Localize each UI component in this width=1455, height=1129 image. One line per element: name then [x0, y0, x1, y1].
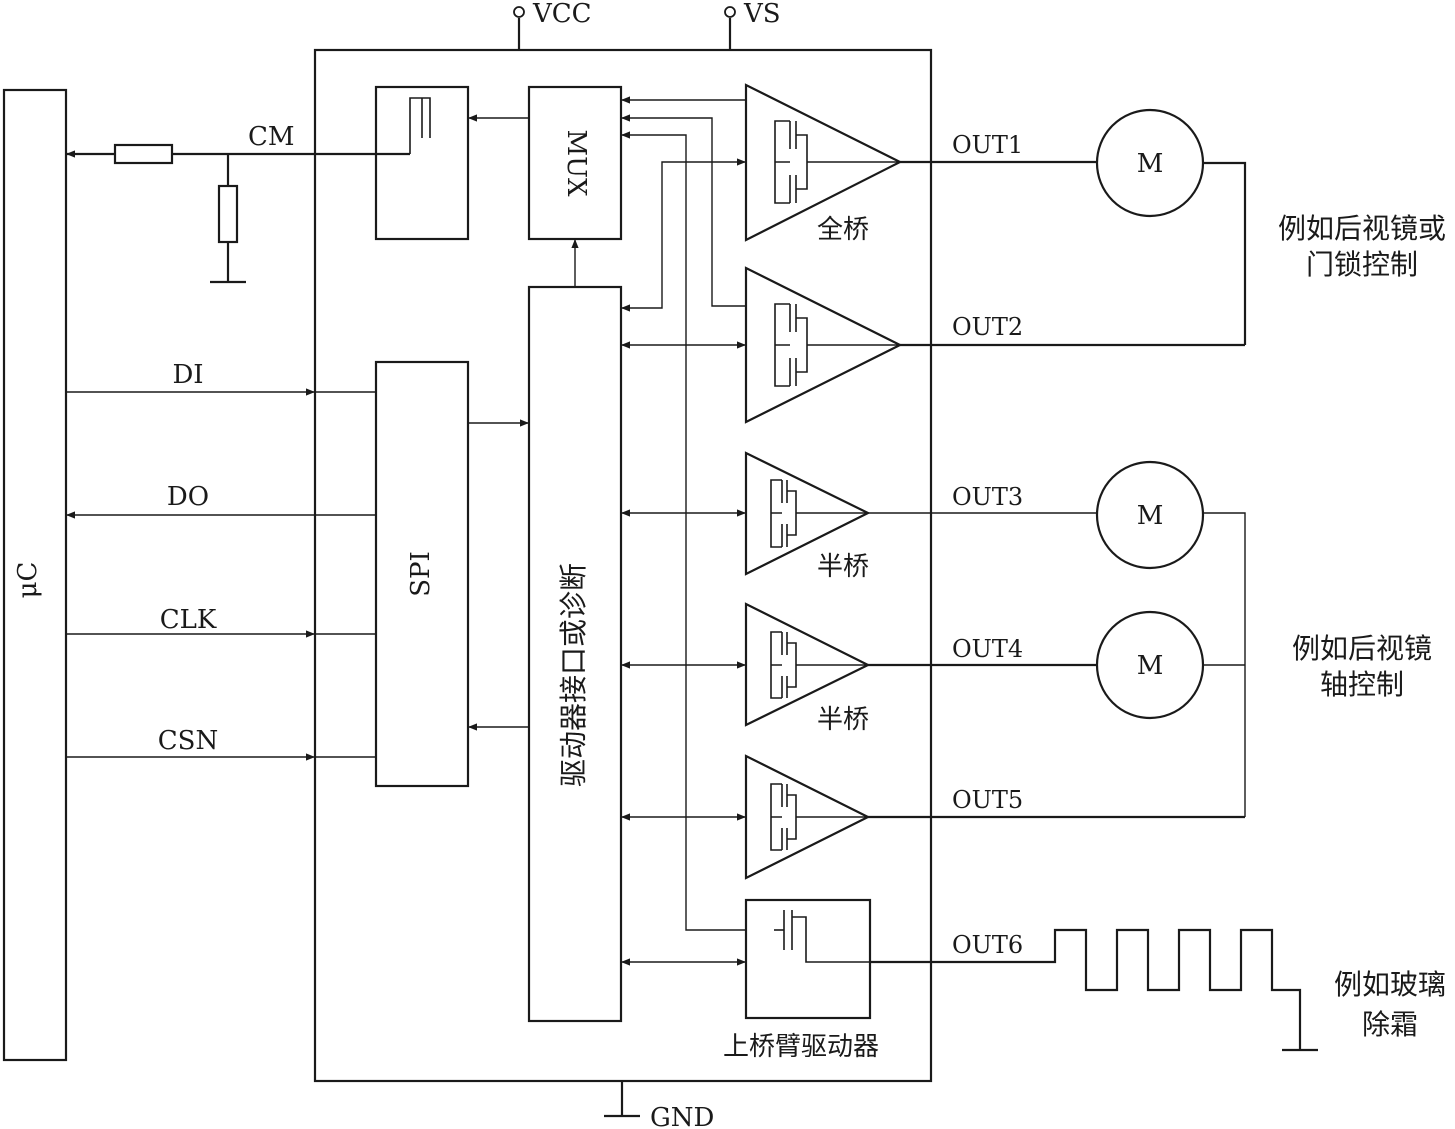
full-bridge-driver-2-transistor-icon — [774, 303, 900, 387]
di-label: DI — [172, 360, 203, 390]
cm-sense-transistor-icon — [409, 97, 431, 154]
spi-block — [374, 360, 470, 788]
vcc-label: VCC — [532, 0, 592, 29]
microcontroller-label: μC — [13, 562, 43, 599]
driver-diagnostics-label: 驱动器接口或诊断 — [557, 563, 590, 787]
note-mirror-lock-line1: 例如后视镜或 — [1278, 212, 1446, 245]
mux-block — [527, 85, 623, 241]
full-bridge-driver-1-transistor-icon — [774, 120, 900, 204]
out6-defrost-heater-wire — [870, 928, 1302, 1050]
full-bridge-label: 全桥 — [817, 215, 869, 245]
clk-label: CLK — [160, 605, 217, 635]
out6-label: OUT6 — [952, 931, 1023, 959]
half-bridge-out5-transistor-icon — [770, 783, 868, 851]
csn-label: CSN — [158, 726, 218, 756]
half-bridge-2-label: 半桥 — [817, 705, 869, 735]
out1-label: OUT1 — [952, 131, 1023, 159]
cm-series-resistor — [113, 143, 174, 165]
note-defrost-line2: 除霜 — [1362, 1008, 1418, 1041]
do-label: DO — [167, 482, 209, 512]
mux-feedback-3 — [621, 131, 746, 931]
motor-2 — [1095, 460, 1205, 570]
high-side-driver-label: 上桥臂驱动器 — [723, 1032, 879, 1062]
cm-label: CM — [248, 122, 295, 152]
motor-1-return-wire — [1203, 161, 1247, 345]
half-bridge-out4-transistor-icon — [770, 631, 868, 699]
microcontroller-block — [2, 88, 68, 1062]
out5-label: OUT5 — [952, 786, 1023, 814]
vs-pin-terminal — [724, 6, 736, 18]
out3-label: OUT3 — [952, 483, 1023, 511]
vcc-pin-terminal — [513, 6, 525, 18]
motor-2-label: M — [1137, 501, 1164, 531]
vs-label: VS — [743, 0, 781, 29]
note-mirror-axis-line2: 轴控制 — [1320, 668, 1404, 701]
mux-label: MUX — [561, 129, 591, 197]
high-side-driver-block — [744, 898, 872, 1020]
motor-2-return-wire — [1203, 512, 1246, 817]
cm-shunt-resistor — [217, 184, 239, 244]
motor-1-label: M — [1137, 149, 1164, 179]
out4-label: OUT4 — [952, 635, 1023, 663]
note-defrost-line1: 例如玻璃 — [1334, 968, 1446, 1001]
out2-label: OUT2 — [952, 313, 1023, 341]
spi-label: SPI — [406, 551, 436, 597]
note-mirror-axis-line1: 例如后视镜 — [1292, 632, 1432, 665]
driver-diagnostics-block — [527, 285, 623, 1023]
gnd-label: GND — [650, 1103, 714, 1129]
diag-link-out1 — [621, 158, 746, 312]
half-bridge-1-label: 半桥 — [817, 552, 869, 582]
note-mirror-lock-line2: 门锁控制 — [1306, 248, 1418, 281]
half-bridge-out3-transistor-icon — [770, 479, 868, 548]
high-side-transistor-icon — [774, 910, 870, 963]
motor-3-label: M — [1137, 651, 1164, 681]
